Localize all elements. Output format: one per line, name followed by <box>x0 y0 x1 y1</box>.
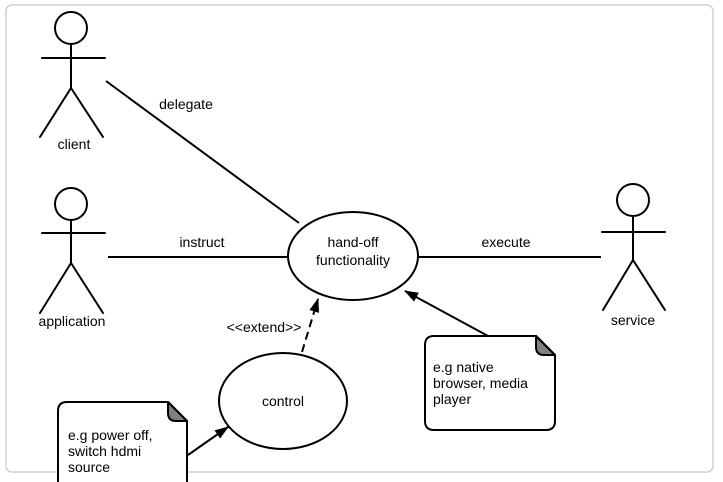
extend-stereotype-label: <<extend>> <box>227 319 302 335</box>
note-native-browser-line3: player <box>433 391 471 407</box>
actor-service-body <box>601 215 666 311</box>
note-fold-icon <box>535 335 556 356</box>
execute-label: execute <box>481 234 530 250</box>
instruct-label: instruct <box>179 234 224 250</box>
canvas-border <box>5 4 714 473</box>
note-power-off-line3: source <box>68 459 110 475</box>
note-power-off-connector <box>187 426 229 456</box>
association-delegate: delegate <box>105 80 300 224</box>
usecase-handoff-ellipse <box>287 211 419 301</box>
delegate-line <box>105 80 300 224</box>
delegate-label: delegate <box>159 96 213 112</box>
usecase-handoff-label-line2: functionality <box>316 252 390 268</box>
note-power-off-body <box>57 401 188 482</box>
note-native-browser-connector <box>404 290 489 337</box>
usecase-handoff-label-line1: hand-off <box>327 234 378 250</box>
actor-application: application <box>39 187 106 329</box>
actor-client-head <box>54 11 88 45</box>
note-power-off: e.g power off, switch hdmi source <box>57 401 229 482</box>
extend-dashed-arrow <box>301 298 320 353</box>
actor-application-label: application <box>39 313 106 329</box>
note-native-browser: e.g native browser, media player <box>404 290 556 431</box>
actor-service: service <box>601 183 666 328</box>
note-power-off-line2: switch hdmi <box>68 443 141 459</box>
association-instruct: instruct <box>108 234 288 258</box>
association-execute: execute <box>419 234 601 258</box>
note-fold-icon <box>167 401 188 422</box>
actor-client-label: client <box>58 136 91 152</box>
actor-application-body <box>39 219 106 314</box>
actor-client-body <box>39 43 106 138</box>
usecase-control-ellipse <box>218 352 348 450</box>
note-native-browser-line2: browser, media <box>433 375 528 391</box>
note-power-off-line1: e.g power off, <box>68 427 153 443</box>
usecase-control-label: control <box>262 393 304 409</box>
actor-service-head <box>616 183 650 217</box>
actor-service-label: service <box>611 312 656 328</box>
actor-client: client <box>39 11 106 152</box>
note-native-browser-line1: e.g native <box>433 359 494 375</box>
usecase-control: control <box>218 352 348 450</box>
actor-application-head <box>54 187 88 221</box>
extend-relationship: <<extend>> <box>227 298 320 353</box>
usecase-handoff-functionality: hand-off functionality <box>287 211 419 301</box>
note-native-browser-body <box>424 335 556 431</box>
